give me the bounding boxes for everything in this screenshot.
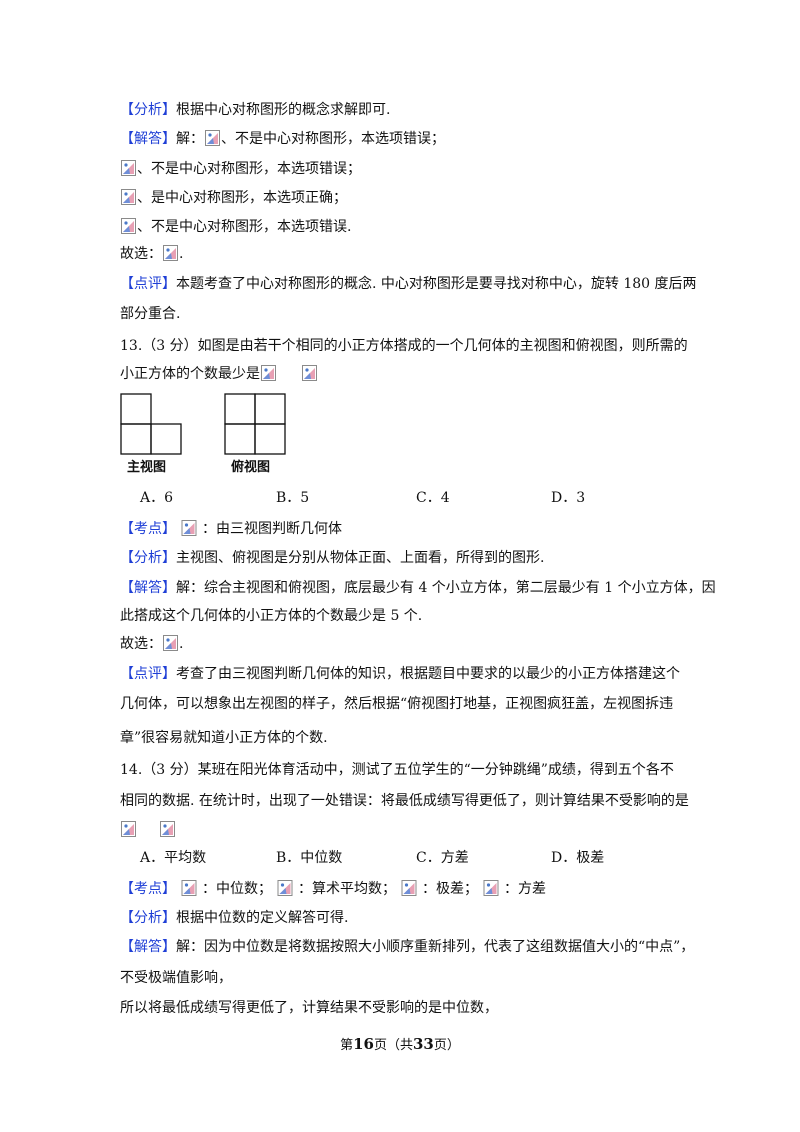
broken-image-icon [177,880,201,896]
analysis-tag: 【分析】 [120,910,176,926]
broken-image-icon [163,635,178,651]
q13-comment-line2: 几何体，可以想象出左视图的样子，然后根据“俯视图打地基，正视图疯狂盖，左视图拆违 [120,696,674,712]
q14-solution: 【解答】解：因为中位数是将数据按照大小顺序重新排列，代表了这组数据值大小的“中点… [120,939,695,955]
q14-knowledge-point: 【考点】：中位数；：算术平均数；：极差；：方差 [120,880,546,897]
top-view-label: 俯视图 [231,460,271,475]
q12-comment: 【点评】本题考查了中心对称图形的概念. 中心对称图形是要寻找对称中心，旋转 18… [120,276,697,292]
q14-option-a: A．平均数 [140,850,207,866]
q12-solution-line4: 、不是中心对称图形，本选项错误. [120,217,351,237]
q12-solution-line2: 、不是中心对称图形，本选项错误； [120,159,361,179]
q13-answer: 故选：. [120,635,184,652]
broken-image-icon [261,365,276,381]
broken-image-icon [163,245,178,261]
q12-answer: 故选：. [120,245,184,262]
broken-image-icon [121,189,136,205]
q14-option-b: B．中位数 [276,850,343,866]
q14-solution-line3: 所以将最低成绩写得更低了，计算结果不受影响的是中位数， [120,1000,498,1016]
q12-comment-line2: 部分重合. [120,306,181,322]
q13-option-a: A．6 [140,490,174,506]
solution-tag: 【解答】 [120,580,176,596]
q13-comment: 【点评】考查了由三视图判断几何体的知识，根据题目中要求的以最少的小正方体搭建这个 [120,666,680,682]
front-view-drawing [120,393,182,455]
knowledge-tag: 【考点】 [120,521,176,537]
front-view-label: 主视图 [127,460,167,475]
q13-option-b: B．5 [276,490,310,506]
q12-solution: 【解答】解：、不是中心对称图形，本选项错误； [120,130,445,147]
broken-image-icon [273,880,297,896]
q13-option-c: C．4 [416,490,450,506]
comment-tag: 【点评】 [120,276,176,292]
q13-solution: 【解答】解：综合主视图和俯视图，底层最少有 4 个小立方体，第二层最少有 1 个… [120,580,716,596]
top-view-drawing [224,393,286,455]
q13-knowledge-point: 【考点】：由三视图判断几何体 [120,520,342,537]
broken-image-icon [121,821,136,837]
page-number: 16 [353,1035,374,1053]
q14-blank [120,820,176,840]
q14-analysis: 【分析】根据中位数的定义解答可得. [120,910,349,926]
q14-option-d: D．极差 [551,850,605,866]
analysis-tag: 【分析】 [120,550,176,566]
q14-stem-line2: 相同的数据. 在统计时，出现了一处错误：将最低成绩写得更低了，则计算结果不受影响… [120,793,689,809]
broken-image-icon [121,218,136,234]
comment-tag: 【点评】 [120,666,176,682]
q14-solution-line2: 不受极端值影响， [120,970,232,986]
q13-stem-line2: 小正方体的个数最少是 [120,364,318,384]
three-view-figure [120,393,286,455]
broken-image-icon [121,160,136,176]
broken-image-icon [177,520,201,536]
knowledge-tag: 【考点】 [120,881,176,897]
q12-analysis: 【分析】根据中心对称图形的概念求解即可. [120,102,391,118]
broken-image-icon [205,130,220,146]
q14-option-c: C．方差 [416,850,469,866]
q13-option-d: D．3 [551,490,586,506]
broken-image-icon [302,365,317,381]
broken-image-icon [397,880,421,896]
analysis-tag: 【分析】 [120,102,176,118]
q13-comment-line3: 章”很容易就知道小正方体的个数. [120,730,328,746]
total-pages: 33 [413,1035,434,1053]
q13-analysis: 【分析】主视图、俯视图是分别从物体正面、上面看，所得到的图形. [120,550,545,566]
solution-tag: 【解答】 [120,131,176,147]
solution-tag: 【解答】 [120,939,176,955]
page-footer: 第16页（共33页） [340,1035,460,1053]
broken-image-icon [160,821,175,837]
q14-stem: 14.（3 分）某班在阳光体育活动中，测试了五位学生的“一分钟跳绳”成绩，得到五… [120,762,674,778]
q13-solution-line2: 此搭成这个几何体的小正方体的个数最少是 5 个. [120,608,423,624]
q12-solution-line3: 、是中心对称图形，本选项正确； [120,188,347,208]
q13-stem: 13.（3 分）如图是由若干个相同的小正方体搭成的一个几何体的主视图和俯视图，则… [120,338,688,354]
broken-image-icon [479,880,503,896]
